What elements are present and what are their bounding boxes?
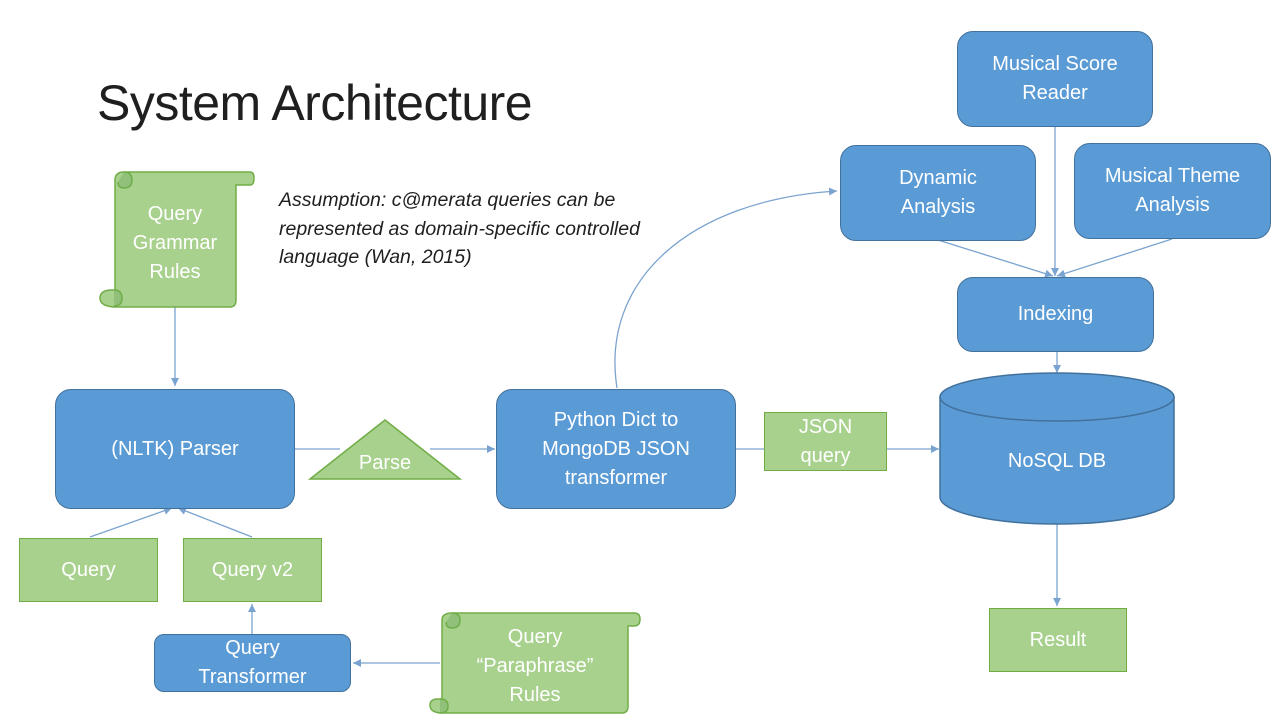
query-v2-label: Query v2: [211, 558, 294, 581]
musical-theme-analysis-label: Musical Theme Analysis: [1104, 165, 1241, 216]
indexing-box: Indexing: [957, 277, 1154, 352]
result-label: Result: [1029, 628, 1087, 651]
musical-theme-analysis-box: Musical Theme Analysis: [1074, 143, 1271, 239]
nltk-parser-label: (NLTK) Parser: [111, 437, 239, 460]
arrow-queryv2-to-parser: [177, 507, 253, 538]
indexing-label: Indexing: [1017, 303, 1094, 325]
dynamic-analysis-label: Dynamic Analysis: [899, 167, 977, 218]
slide-title: System Architecture: [97, 75, 533, 131]
result-box: Result: [989, 608, 1127, 672]
query-transformer-label: Query Transformer: [198, 637, 307, 688]
json-query-label: JSON query: [798, 415, 853, 467]
dynamic-analysis-box: Dynamic Analysis: [840, 145, 1036, 241]
query-transformer-box: Query Transformer: [154, 634, 351, 692]
query-box: Query: [19, 538, 158, 602]
dict-to-json-transformer-box: Python Dict to MongoDB JSON transformer: [496, 389, 736, 509]
paraphrase-rules-label: Query “Paraphrase” Rules: [476, 625, 594, 706]
parse-label: Parse: [358, 452, 412, 474]
nltk-parser-box: (NLTK) Parser: [55, 389, 295, 509]
arrow-theme-to-indexing: [1056, 238, 1173, 278]
musical-score-reader-label: Musical Score Reader: [992, 53, 1118, 104]
json-query-box: JSON query: [764, 412, 887, 471]
dict-to-json-transformer-label: Python Dict to MongoDB JSON transformer: [542, 408, 690, 489]
musical-score-reader-box: Musical Score Reader: [957, 31, 1153, 127]
arrow-query-to-parser: [89, 506, 173, 538]
query-v2-box: Query v2: [183, 538, 322, 602]
arrow-dynamic-to-indexing: [937, 239, 1054, 278]
assumption-text: Assumption: c@merata queries can be repr…: [279, 189, 640, 268]
query-label: Query: [61, 558, 116, 581]
grammar-rules-label: Query Grammar Rules: [132, 202, 218, 283]
nosql-db-label: NoSQL DB: [1007, 449, 1107, 472]
